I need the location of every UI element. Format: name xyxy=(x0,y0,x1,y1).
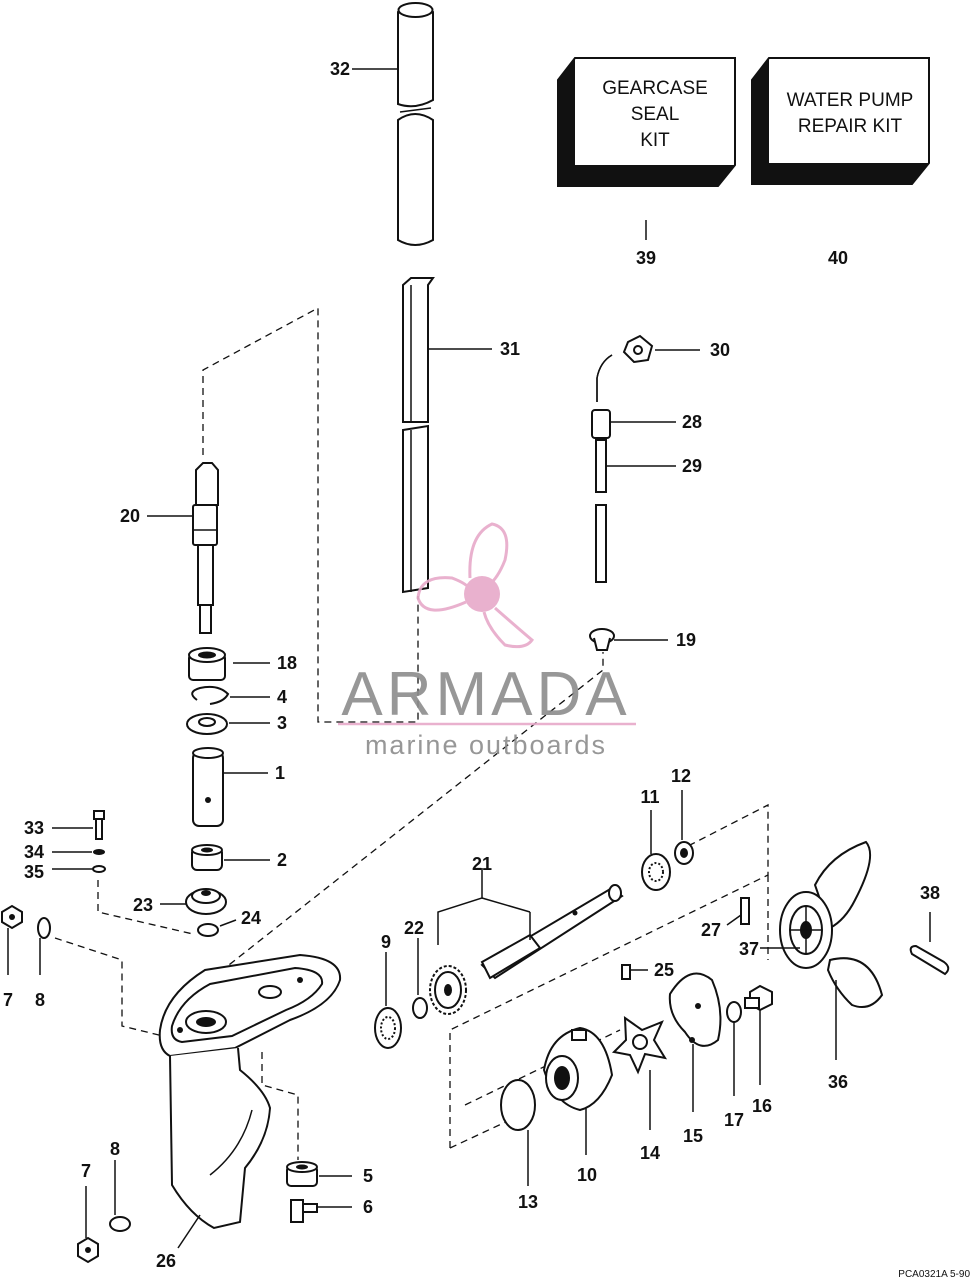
propeller-logo-icon xyxy=(416,522,535,649)
forward-gear xyxy=(429,965,467,1015)
callout-40: 40 xyxy=(828,248,848,268)
kit-label-line: WATER PUMP xyxy=(787,90,914,111)
drive-shaft xyxy=(402,277,435,594)
callout-17: 17 xyxy=(724,1110,744,1130)
callout-3: 3 xyxy=(277,713,287,733)
kit-label-line: KIT xyxy=(640,130,670,151)
callout-21: 21 xyxy=(472,854,492,874)
watermark-tagline: marine outboards xyxy=(365,730,607,760)
callout-7: 7 xyxy=(81,1161,91,1181)
callout-29: 29 xyxy=(682,456,702,476)
rear-bearing xyxy=(641,853,671,891)
flat-washer xyxy=(37,917,51,939)
callout-1: 1 xyxy=(275,763,285,783)
lower-bushing xyxy=(191,844,223,871)
pinion-gear xyxy=(185,888,227,915)
callout-8: 8 xyxy=(110,1139,120,1159)
lower-hex-nut xyxy=(77,1236,99,1264)
lockwasher xyxy=(726,1001,742,1023)
callout-31: 31 xyxy=(500,339,520,359)
callout-22: 22 xyxy=(404,918,424,938)
grommet xyxy=(589,628,615,651)
callout-14: 14 xyxy=(640,1143,660,1163)
o-ring xyxy=(500,1079,536,1131)
callout-38: 38 xyxy=(920,883,940,903)
hex-nut xyxy=(0,904,23,930)
water-tube-assembly xyxy=(591,334,654,583)
bearing-sleeve xyxy=(192,747,224,827)
callout-27: 27 xyxy=(701,920,721,940)
pinion-shaft xyxy=(192,462,219,634)
bearing-housing xyxy=(542,1026,614,1112)
callout-35: 35 xyxy=(24,862,44,882)
callout-15: 15 xyxy=(683,1126,703,1146)
callout-16: 16 xyxy=(752,1096,772,1116)
callout-13: 13 xyxy=(518,1192,538,1212)
shear-pin xyxy=(740,897,750,925)
callout-26: 26 xyxy=(156,1251,176,1271)
spacer xyxy=(286,1161,318,1187)
impeller xyxy=(611,1016,668,1075)
callout-37: 37 xyxy=(739,939,759,959)
callout-12: 12 xyxy=(671,766,691,786)
kit-label-line: GEARCASE xyxy=(602,78,708,99)
kit-label-line: REPAIR KIT xyxy=(798,116,903,137)
cotter-pin xyxy=(909,944,950,976)
callout-23: 23 xyxy=(133,895,153,915)
callout-39: 39 xyxy=(636,248,656,268)
callout-2: 2 xyxy=(277,850,287,870)
oil-seal xyxy=(674,841,694,865)
kit-label-line: SEAL xyxy=(631,104,680,125)
callout-5: 5 xyxy=(363,1166,373,1186)
pump-cover xyxy=(668,972,722,1047)
drive-shaft-tube xyxy=(397,2,434,246)
retaining-ring xyxy=(191,685,230,705)
callout-30: 30 xyxy=(710,340,730,360)
callout-34: 34 xyxy=(24,842,44,862)
propeller-shaft xyxy=(480,884,624,980)
gearcase-seal-kit-box: GEARCASE SEAL KIT xyxy=(557,57,736,187)
thrust-washer-22 xyxy=(412,997,428,1019)
cover-screw xyxy=(744,984,773,1012)
callout-25: 25 xyxy=(654,960,674,980)
callout-9: 9 xyxy=(381,932,391,952)
callout-6: 6 xyxy=(363,1197,373,1217)
drawing-code: PCA0321A 5-90 xyxy=(898,1269,970,1280)
impeller-drive-pin xyxy=(621,964,631,980)
callout-24: 24 xyxy=(241,908,261,928)
screw-and-washers xyxy=(92,810,106,873)
armada-watermark: ARMADA marine outboards xyxy=(338,522,636,760)
assembly-guide-lines xyxy=(54,306,769,1160)
callout-7: 7 xyxy=(3,990,13,1010)
callout-33: 33 xyxy=(24,818,44,838)
callout-18: 18 xyxy=(277,653,297,673)
lower-flat-washer xyxy=(109,1216,131,1232)
callout-20: 20 xyxy=(120,506,140,526)
callout-11: 11 xyxy=(640,787,659,807)
bushing xyxy=(188,647,226,681)
callout-36: 36 xyxy=(828,1072,848,1092)
gearcase-housing xyxy=(158,953,342,1230)
thrust-washer xyxy=(186,713,228,735)
callout-8: 8 xyxy=(35,990,45,1010)
callout-4: 4 xyxy=(277,687,287,707)
callout-32: 32 xyxy=(330,59,350,79)
watermark-brand: ARMADA xyxy=(341,660,630,729)
callout-19: 19 xyxy=(676,630,696,650)
water-pump-repair-kit-box: WATER PUMP REPAIR KIT xyxy=(751,57,930,185)
ball-bearing xyxy=(374,1007,402,1049)
propeller xyxy=(779,840,884,1008)
pinion-nut xyxy=(197,923,219,937)
callout-10: 10 xyxy=(577,1165,597,1185)
callout-28: 28 xyxy=(682,412,702,432)
screw xyxy=(290,1199,318,1223)
